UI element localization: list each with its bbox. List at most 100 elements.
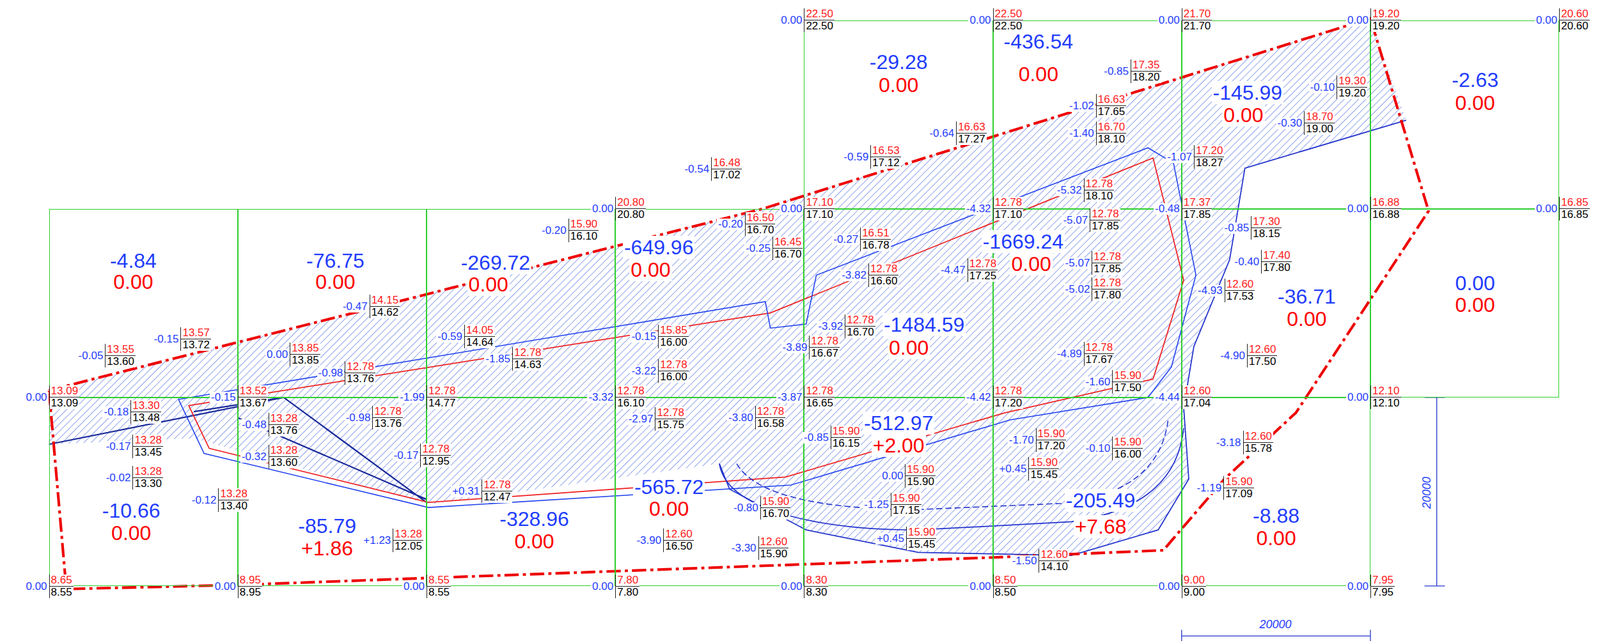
work-mark: +0.45 xyxy=(875,533,906,545)
cut-volume: -29.28 xyxy=(868,50,930,74)
existing-elevation: 14.62 xyxy=(369,306,401,319)
existing-elevation: 14.77 xyxy=(426,397,458,410)
work-mark: -4.32 xyxy=(964,203,993,215)
design-elevation: 17.40 xyxy=(1261,250,1292,263)
work-mark: -3.80 xyxy=(727,412,755,424)
work-mark: -0.85 xyxy=(802,432,831,444)
cut-volume: -76.75 xyxy=(305,249,366,273)
work-mark: -0.48 xyxy=(1153,203,1182,215)
existing-elevation: 19.20 xyxy=(1370,20,1402,32)
cut-volume: -36.71 xyxy=(1276,285,1338,309)
work-mark: 0.00 xyxy=(265,349,290,361)
existing-elevation: 15.75 xyxy=(654,419,686,432)
design-elevation: 16.50 xyxy=(745,212,776,225)
work-mark: -0.17 xyxy=(104,441,133,453)
fill-volume: 0.00 xyxy=(1454,91,1497,115)
fill-volume: 0.00 xyxy=(877,73,920,97)
grid-cell: 0.000.00 xyxy=(1370,209,1560,398)
work-mark: -3.89 xyxy=(781,342,809,354)
design-elevation: 12.78 xyxy=(967,258,999,271)
design-elevation: 12.78 xyxy=(993,385,1024,398)
work-mark: -1.50 xyxy=(1011,555,1039,568)
existing-elevation: 17.67 xyxy=(1083,354,1115,366)
existing-elevation: 14.10 xyxy=(1038,561,1070,573)
existing-elevation: 14.63 xyxy=(512,359,543,371)
design-elevation: 17.30 xyxy=(1250,216,1282,229)
work-mark: -4.89 xyxy=(1055,348,1084,361)
work-mark: -4.93 xyxy=(1196,285,1224,297)
design-elevation: 15.90 xyxy=(1223,476,1255,489)
design-elevation: 20.60 xyxy=(1559,8,1590,21)
existing-elevation: 17.85 xyxy=(1091,263,1123,275)
existing-elevation: 16.85 xyxy=(1559,209,1590,221)
work-mark: -0.15 xyxy=(209,392,238,404)
existing-elevation: 19.00 xyxy=(1303,123,1335,135)
design-elevation: 13.55 xyxy=(104,344,136,357)
work-mark: -3.90 xyxy=(635,535,663,547)
fill-volume: 0.00 xyxy=(467,273,510,297)
design-elevation: 12.78 xyxy=(372,406,403,419)
cut-volume: -649.96 xyxy=(622,235,696,259)
existing-elevation: 13.85 xyxy=(289,354,321,367)
existing-elevation: 16.65 xyxy=(803,397,835,410)
work-mark: 0.00 xyxy=(1534,203,1559,215)
existing-elevation: 16.70 xyxy=(760,508,792,520)
existing-elevation: 17.65 xyxy=(1096,106,1127,118)
work-mark: -2.97 xyxy=(627,413,655,426)
design-elevation: 13.85 xyxy=(289,342,321,355)
existing-elevation: 13.60 xyxy=(268,457,300,469)
design-elevation: 8.95 xyxy=(237,574,263,588)
fill-volume: 0.00 xyxy=(313,270,357,294)
work-mark: -0.18 xyxy=(102,406,130,419)
existing-elevation: 12.47 xyxy=(481,491,513,504)
design-elevation: 12.10 xyxy=(1370,385,1402,398)
design-elevation: 13.28 xyxy=(218,488,249,501)
work-mark: -4.44 xyxy=(1153,392,1182,404)
design-elevation: 12.78 xyxy=(803,385,835,398)
design-elevation: 16.51 xyxy=(860,227,891,240)
design-elevation: 12.78 xyxy=(1091,277,1123,290)
work-mark: -3.87 xyxy=(776,392,804,404)
existing-elevation: 16.00 xyxy=(1112,448,1143,461)
existing-elevation: 16.70 xyxy=(745,224,776,236)
work-mark: -0.48 xyxy=(240,419,268,432)
work-mark: 0.00 xyxy=(880,470,905,483)
existing-elevation: 8.50 xyxy=(993,587,1018,599)
existing-elevation: 13.72 xyxy=(180,339,212,352)
scale-dimension: 20000 xyxy=(1420,475,1434,511)
fill-volume: 0.00 xyxy=(111,270,155,294)
work-mark: -3.92 xyxy=(816,321,845,333)
design-elevation: 12.78 xyxy=(1089,208,1121,221)
fill-volume: 0.00 xyxy=(629,258,672,282)
existing-elevation: 16.67 xyxy=(808,347,840,360)
design-elevation: 22.50 xyxy=(803,8,835,21)
existing-elevation: 16.58 xyxy=(755,418,786,430)
design-elevation: 17.37 xyxy=(1181,196,1213,210)
existing-elevation: 16.00 xyxy=(658,337,689,349)
fill-volume: 0.00 xyxy=(109,521,153,545)
cut-volume: -1669.24 xyxy=(981,230,1065,254)
fill-volume: 0.00 xyxy=(1222,103,1265,127)
work-mark: -4.47 xyxy=(939,264,967,277)
existing-elevation: 17.15 xyxy=(890,505,922,517)
design-elevation: 16.45 xyxy=(772,236,804,249)
existing-elevation: 18.20 xyxy=(1130,71,1162,84)
design-elevation: 12.78 xyxy=(808,335,840,348)
existing-elevation: 17.85 xyxy=(1089,220,1121,233)
design-elevation: 17.20 xyxy=(1193,145,1225,158)
work-mark: 0.00 xyxy=(968,14,992,27)
cut-hatch xyxy=(49,18,1407,556)
work-mark: -1.02 xyxy=(1067,100,1096,112)
design-elevation: 12.78 xyxy=(481,479,513,492)
design-elevation: 13.57 xyxy=(180,327,212,340)
grid-cell: -2.630.00 xyxy=(1370,20,1560,210)
work-mark: -0.15 xyxy=(629,331,658,343)
design-elevation: 15.90 xyxy=(1028,457,1059,470)
work-mark: -0.12 xyxy=(190,494,219,507)
design-elevation: 13.30 xyxy=(130,400,162,413)
work-mark: -3.22 xyxy=(629,365,658,378)
existing-elevation: 17.53 xyxy=(1224,290,1256,303)
design-elevation: 12.78 xyxy=(426,385,458,398)
design-elevation: 15.90 xyxy=(1035,428,1067,441)
design-elevation: 13.28 xyxy=(132,434,164,448)
